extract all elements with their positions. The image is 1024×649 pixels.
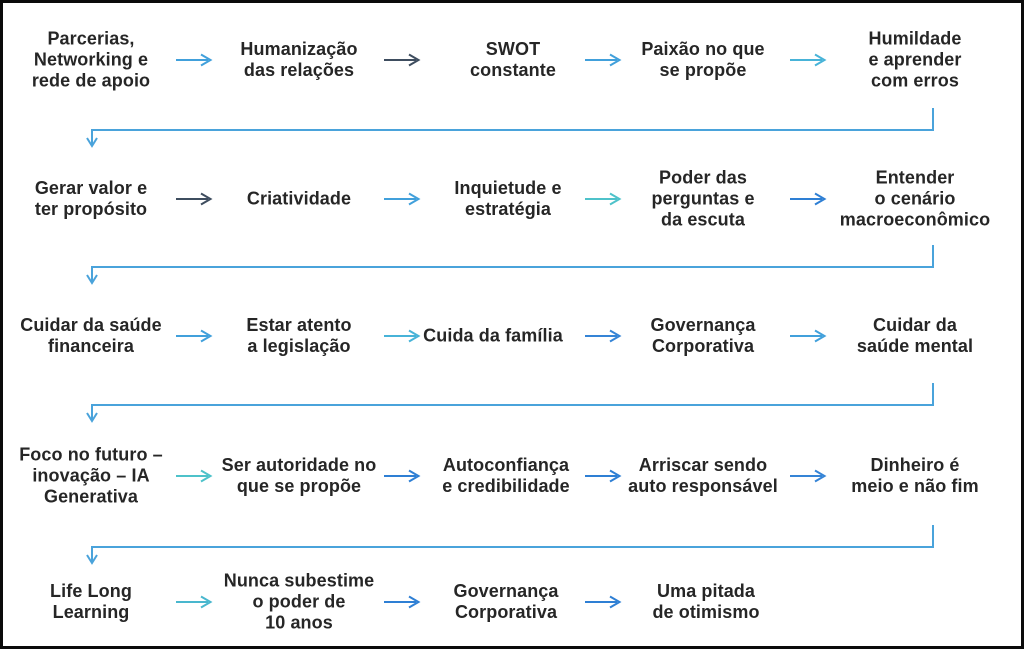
arrow-right-icon [585, 192, 622, 206]
flow-node: Governança Corporativa [453, 581, 559, 622]
flow-node: Dinheiro é meio e não fim [851, 455, 979, 496]
arrow-right-icon [176, 329, 213, 343]
flow-node: Entender o cenário macroeconômico [839, 167, 991, 230]
arrow-right-icon [384, 595, 421, 609]
arrow-right-icon [384, 192, 421, 206]
flow-node: Foco no futuro – inovação – IA Generativ… [19, 444, 163, 507]
flow-node: Life Long Learning [50, 581, 132, 622]
arrow-right-icon [585, 329, 622, 343]
flow-node: Poder das perguntas e da escuta [651, 167, 755, 230]
arrow-right-icon [176, 53, 213, 67]
flow-node: Autoconfiança e credibilidade [442, 455, 570, 496]
flow-node: Estar atento a legislação [246, 315, 352, 356]
arrow-right-icon [384, 53, 421, 67]
flow-node: SWOT constante [470, 39, 556, 80]
arrow-right-icon [176, 192, 213, 206]
flow-node: Cuidar da saúde mental [856, 315, 974, 356]
arrow-right-icon [790, 192, 827, 206]
flow-node: Paixão no que se propõe [641, 39, 765, 80]
flow-node: Nunca subestime o poder de 10 anos [223, 570, 375, 633]
flow-node: Uma pitada de otimismo [652, 581, 760, 622]
flow-node: Arriscar sendo auto responsável [628, 455, 778, 496]
flow-node: Inquietude e estratégia [454, 178, 562, 219]
flow-node: Parcerias, Networking e rede de apoio [31, 28, 151, 91]
arrow-right-icon [585, 53, 622, 67]
row-wrap-connector-arrow-icon [86, 245, 934, 285]
row-wrap-connector-arrow-icon [86, 108, 934, 148]
arrow-right-icon [176, 469, 213, 483]
arrow-right-icon [585, 595, 622, 609]
row-wrap-connector-arrow-icon [86, 383, 934, 423]
arrow-right-icon [384, 329, 421, 343]
arrow-right-icon [790, 53, 827, 67]
flow-node: Cuidar da saúde financeira [20, 315, 162, 356]
flow-node: Humildade e aprender com erros [868, 28, 962, 91]
arrow-right-icon [790, 329, 827, 343]
arrow-right-icon [176, 595, 213, 609]
row-wrap-connector-arrow-icon [86, 525, 934, 565]
arrow-right-icon [384, 469, 421, 483]
arrow-right-icon [585, 469, 622, 483]
flow-node: Criatividade [246, 188, 352, 209]
flow-node: Governança Corporativa [650, 315, 756, 356]
arrow-right-icon [790, 469, 827, 483]
flow-node: Cuida da família [423, 325, 563, 346]
flow-node: Ser autoridade no que se propõe [221, 455, 377, 496]
flow-node: Gerar valor e ter propósito [34, 178, 148, 219]
flow-node: Humanização das relações [240, 39, 358, 80]
